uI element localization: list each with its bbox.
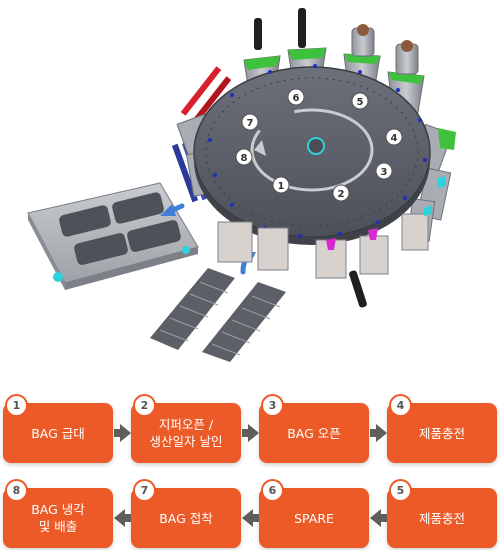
- step-label: BAG 급대: [31, 425, 85, 441]
- bag-feed-tray: [27, 182, 199, 290]
- rotary-packaging-machine-illustration: 1 2 3 4 5 6 7 8: [27, 8, 456, 362]
- station-marker-2: 2: [332, 184, 350, 202]
- station-marker-5: 5: [351, 92, 369, 110]
- step-box-7: BAG 접착: [131, 488, 241, 548]
- station-number: 7: [247, 118, 254, 129]
- step-label: BAG 접착: [159, 510, 213, 526]
- flow-arrow-stem: [242, 429, 249, 437]
- flow-arrow-stem: [124, 514, 131, 522]
- station-number: 5: [357, 97, 364, 108]
- station-number: 4: [391, 133, 398, 144]
- arrow-left-icon: [114, 509, 125, 527]
- step-box-3: BAG 오픈: [259, 403, 369, 463]
- rotary-platform: [193, 66, 431, 245]
- station-number: 8: [241, 153, 248, 164]
- step-label: 지퍼오픈 / 생산일자 날인: [149, 417, 223, 449]
- station-marker-4: 4: [385, 128, 403, 146]
- arrow-right-icon: [120, 424, 131, 442]
- step-label: SPARE: [294, 510, 334, 526]
- step-label: 제품충전: [418, 510, 465, 526]
- step-box-6: SPARE: [259, 488, 369, 548]
- station-number: 3: [381, 167, 388, 178]
- arrow-right-icon: [376, 424, 387, 442]
- station-marker-7: 7: [241, 113, 259, 131]
- flow-arrow-stem: [370, 429, 377, 437]
- step-box-5: 제품충전: [387, 488, 497, 548]
- step-box-4: 제품충전: [387, 403, 497, 463]
- step-label: BAG 냉각 및 배출: [31, 502, 85, 534]
- flow-arrow-stem: [252, 514, 259, 522]
- station-marker-3: 3: [375, 162, 393, 180]
- step-box-1: BAG 급대: [3, 403, 113, 463]
- station-marker-8: 8: [235, 148, 253, 166]
- discharge-conveyor: [150, 268, 286, 362]
- front-bag-stations: [217, 176, 446, 308]
- station-number: 1: [278, 181, 285, 192]
- station-marker-1: 1: [272, 176, 290, 194]
- arrow-left-icon: [242, 509, 253, 527]
- station-marker-6: 6: [287, 88, 305, 106]
- flow-arrow-stem: [114, 429, 121, 437]
- station-number: 6: [293, 93, 300, 104]
- step-box-8: BAG 냉각 및 배출: [3, 488, 113, 548]
- step-box-2: 지퍼오픈 / 생산일자 날인: [131, 403, 241, 463]
- arrow-right-icon: [248, 424, 259, 442]
- step-label: 제품충전: [418, 425, 465, 441]
- arrow-left-icon: [370, 509, 381, 527]
- station-labels: 1 2 3 4 5 6 7 8: [235, 88, 403, 202]
- red-guide-rails: [180, 66, 232, 126]
- flow-arrow-stem: [380, 514, 387, 522]
- feed-arrow-head-icon: [160, 204, 176, 216]
- station-number: 2: [338, 189, 345, 200]
- step-label: BAG 오픈: [287, 425, 341, 441]
